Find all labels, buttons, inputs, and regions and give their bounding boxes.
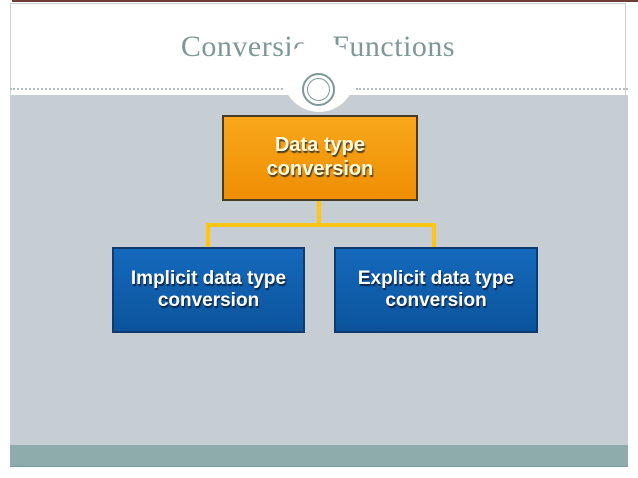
circle-ornament-inner-ring (307, 78, 330, 101)
node-root-label: Data type conversion (266, 134, 374, 180)
footer-bar (10, 445, 628, 467)
node-explicit-label: Explicit data type conversion (357, 267, 515, 311)
separator-dotted-line-left (10, 88, 283, 90)
connector-right-drop (432, 227, 436, 247)
node-data-type-conversion[interactable]: Data type conversion (222, 115, 418, 201)
node-explicit-conversion[interactable]: Explicit data type conversion (334, 247, 538, 333)
connector-stem (317, 201, 321, 225)
circle-ornament-icon (302, 73, 335, 106)
top-accent-line (12, 0, 638, 2)
separator-dotted-line-right (356, 88, 628, 90)
connector-left-drop (206, 227, 210, 247)
node-implicit-conversion[interactable]: Implicit data type conversion (112, 247, 305, 333)
node-implicit-label: Implicit data type conversion (130, 267, 287, 311)
connector-horizontal (206, 223, 436, 227)
